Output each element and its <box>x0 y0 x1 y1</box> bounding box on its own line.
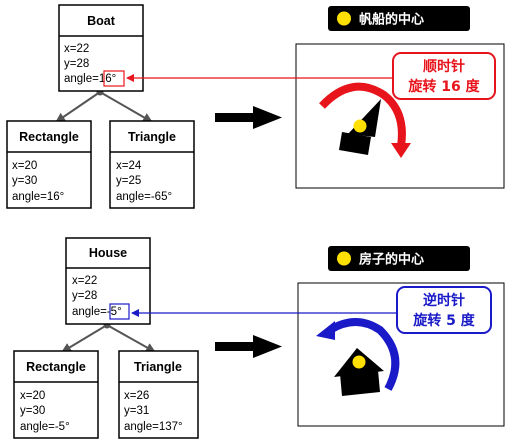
right-arrow-icon <box>215 335 282 358</box>
counterclockwise-callout: 逆时针 旋转 5 度 <box>396 286 492 334</box>
angle-highlight-box <box>103 70 125 87</box>
rectangle-node: Rectangle x=20 y=30 angle=16° <box>6 120 92 209</box>
right-arrow-icon <box>215 106 282 129</box>
node-title: Triangle <box>128 130 176 144</box>
boat-shape-icon <box>339 99 381 155</box>
attr-x: x=26 <box>124 390 149 402</box>
attr-angle: angle=16° <box>12 191 64 203</box>
yellow-dot-icon <box>337 11 351 26</box>
callout-line2: 旋转 5 度 <box>412 312 475 329</box>
attr-angle: angle=-5° <box>72 306 122 318</box>
attr-y: y=31 <box>124 405 149 417</box>
boat-center-badge: 帆船的中心 <box>328 6 470 31</box>
badge-label: 帆船的中心 <box>359 12 424 28</box>
attr-y: y=25 <box>116 175 141 187</box>
attr-y: y=30 <box>20 405 45 417</box>
callout-line1: 逆时针 <box>423 292 465 309</box>
attr-y: y=30 <box>12 175 37 187</box>
top-tree-edges <box>55 88 153 123</box>
attr-y: y=28 <box>72 290 97 302</box>
clockwise-callout: 顺时针 旋转 16 度 <box>392 52 496 100</box>
house-node: House x=22 y=28 angle=-5° <box>65 237 151 325</box>
clockwise-arrow-icon <box>319 82 411 158</box>
rectangle-node: Rectangle x=20 y=30 angle=-5° <box>13 350 99 439</box>
bottom-tree-edges <box>61 321 156 353</box>
attr-angle: angle=137° <box>124 421 183 433</box>
node-title: Rectangle <box>26 360 86 374</box>
attr-y: y=28 <box>64 58 89 70</box>
callout-line2: 旋转 16 度 <box>407 78 480 95</box>
node-title: Rectangle <box>19 130 79 144</box>
house-center-badge: 房子的中心 <box>328 246 470 271</box>
node-title: Boat <box>87 14 116 28</box>
node-title: Triangle <box>134 360 182 374</box>
attr-angle: angle=16° <box>64 73 116 85</box>
attr-x: x=24 <box>116 160 142 172</box>
attr-x: x=20 <box>20 390 45 402</box>
bottom-section: House x=22 y=28 angle=-5° Rectangle x=20… <box>13 237 505 439</box>
attr-x: x=22 <box>72 275 97 287</box>
badge-label: 房子的中心 <box>359 252 424 268</box>
attr-x: x=20 <box>12 160 37 172</box>
triangle-node: Triangle x=24 y=25 angle=-65° <box>109 120 195 209</box>
counterclockwise-arrow-icon <box>316 318 400 391</box>
angle-highlight-box <box>109 303 130 320</box>
attr-angle: angle=-5° <box>20 421 70 433</box>
top-section: Boat x=22 y=28 angle=16° Rectangle x=20 … <box>6 4 505 209</box>
attr-x: x=22 <box>64 43 89 55</box>
callout-line1: 顺时针 <box>423 58 465 75</box>
house-shape-icon <box>334 348 384 396</box>
node-title: House <box>89 246 127 260</box>
attr-angle: angle=-65° <box>116 191 172 203</box>
triangle-node: Triangle x=26 y=31 angle=137° <box>118 350 199 439</box>
yellow-dot-icon <box>337 251 351 266</box>
